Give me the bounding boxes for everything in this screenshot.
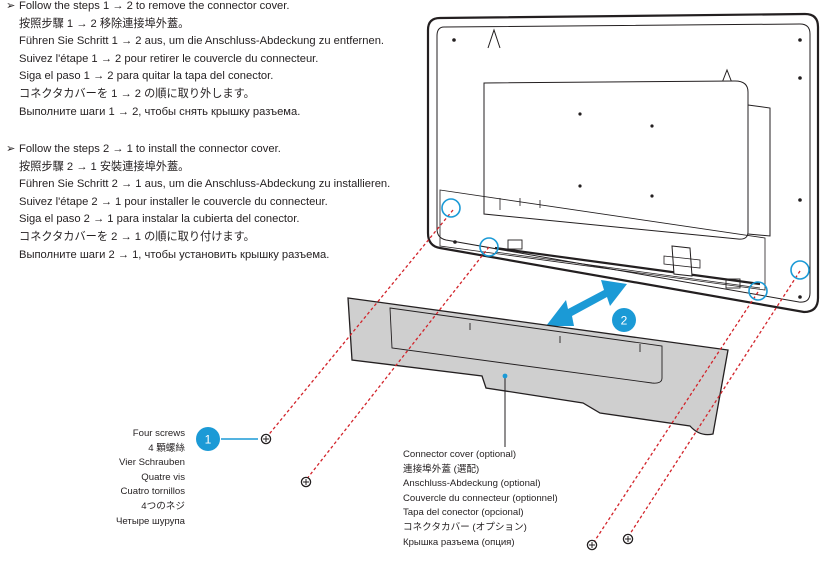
cover-caption-fr: Couvercle du connecteur (optionnel) <box>403 492 558 504</box>
install-instruction-ru: Выполните шаги 2 → 1, чтобы установить к… <box>19 248 330 261</box>
install-instructions: ➢Follow the steps 2 → 1 to install the c… <box>6 141 390 264</box>
install-instruction-es: Siga el paso 2 → 1 para instalar la cubi… <box>19 213 300 226</box>
screws-caption-en: Four screws <box>132 428 185 439</box>
screw-icon <box>300 476 312 488</box>
step2-badge: 2 <box>612 308 636 332</box>
screws-caption-de: Vier Schrauben <box>119 457 185 469</box>
remove-instruction-fr: Suivez l'étape 1 → 2 pour retirer le cou… <box>19 52 319 65</box>
connector-cover-shape <box>347 297 729 436</box>
monitor-back <box>426 12 820 314</box>
screw-highlight-circles <box>441 198 810 301</box>
cover-caption-ru: Крышка разъема (опция) <box>403 536 515 548</box>
screws-caption: Four screws 4 顆螺絲 Vier Schrauben Quatre … <box>116 427 185 529</box>
svg-text:1: 1 <box>205 433 212 447</box>
install-instruction-fr: Suivez l'étape 2 → 1 pour installer le c… <box>19 195 328 208</box>
screw-icon <box>586 539 598 551</box>
install-instruction-en: ➢Follow the steps 2 → 1 to install the c… <box>6 141 390 159</box>
screw-icon <box>622 533 634 545</box>
screws-caption-fr: Quatre vis <box>141 471 185 483</box>
remove-instructions: ➢Follow the steps 1 → 2 to remove the co… <box>6 0 384 121</box>
screw-guide-lines <box>265 209 801 546</box>
slide-arrow-icon <box>546 280 627 326</box>
cover-caption-en: Connector cover (optional) <box>403 449 517 460</box>
cover-caption: Connector cover (optional) 連接埠外蓋 (選配) An… <box>403 448 558 550</box>
cover-leader-line <box>502 373 508 447</box>
remove-instruction-zh: 按照步驟 1 → 2 移除連接埠外蓋。 <box>19 17 190 30</box>
screws-caption-zh: 4 顆螺絲 <box>148 442 185 454</box>
remove-instruction-ja: コネクタカバーを 1 → 2 の順に取り外します。 <box>19 87 255 100</box>
remove-instruction-ru: Выполните шаги 1 → 2, чтобы снять крышку… <box>19 105 301 118</box>
install-instruction-ja: コネクタカバーを 2 → 1 の順に取り付けます。 <box>19 230 255 243</box>
cover-caption-ja: コネクタカバー (オプション) <box>403 521 527 533</box>
svg-text:2: 2 <box>621 314 628 328</box>
install-instruction-zh: 按照步驟 2 → 1 安裝連接埠外蓋。 <box>19 160 190 173</box>
remove-instruction-es: Siga el paso 1 → 2 para quitar la tapa d… <box>19 70 274 83</box>
screws-caption-ja: 4つのネジ <box>141 500 185 512</box>
screw-icon <box>260 433 272 445</box>
cover-caption-de: Anschluss-Abdeckung (optional) <box>403 478 541 490</box>
remove-instruction-de: Führen Sie Schritt 1 → 2 aus, um die Ans… <box>19 35 385 48</box>
screws-caption-es: Cuatro tornillos <box>120 486 185 498</box>
bullet-icon: ➢ <box>6 0 16 12</box>
step1-badge: 1 <box>196 427 220 451</box>
cover-caption-zh: 連接埠外蓋 (選配) <box>403 463 480 475</box>
install-instruction-de: Führen Sie Schritt 2 → 1 aus, um die Ans… <box>19 178 391 191</box>
bullet-icon: ➢ <box>6 143 16 155</box>
remove-instruction-en: ➢Follow the steps 1 → 2 to remove the co… <box>6 0 384 16</box>
screws-caption-ru: Четыре шурупа <box>116 515 185 527</box>
cover-caption-es: Tapa del conector (opcional) <box>403 507 524 519</box>
